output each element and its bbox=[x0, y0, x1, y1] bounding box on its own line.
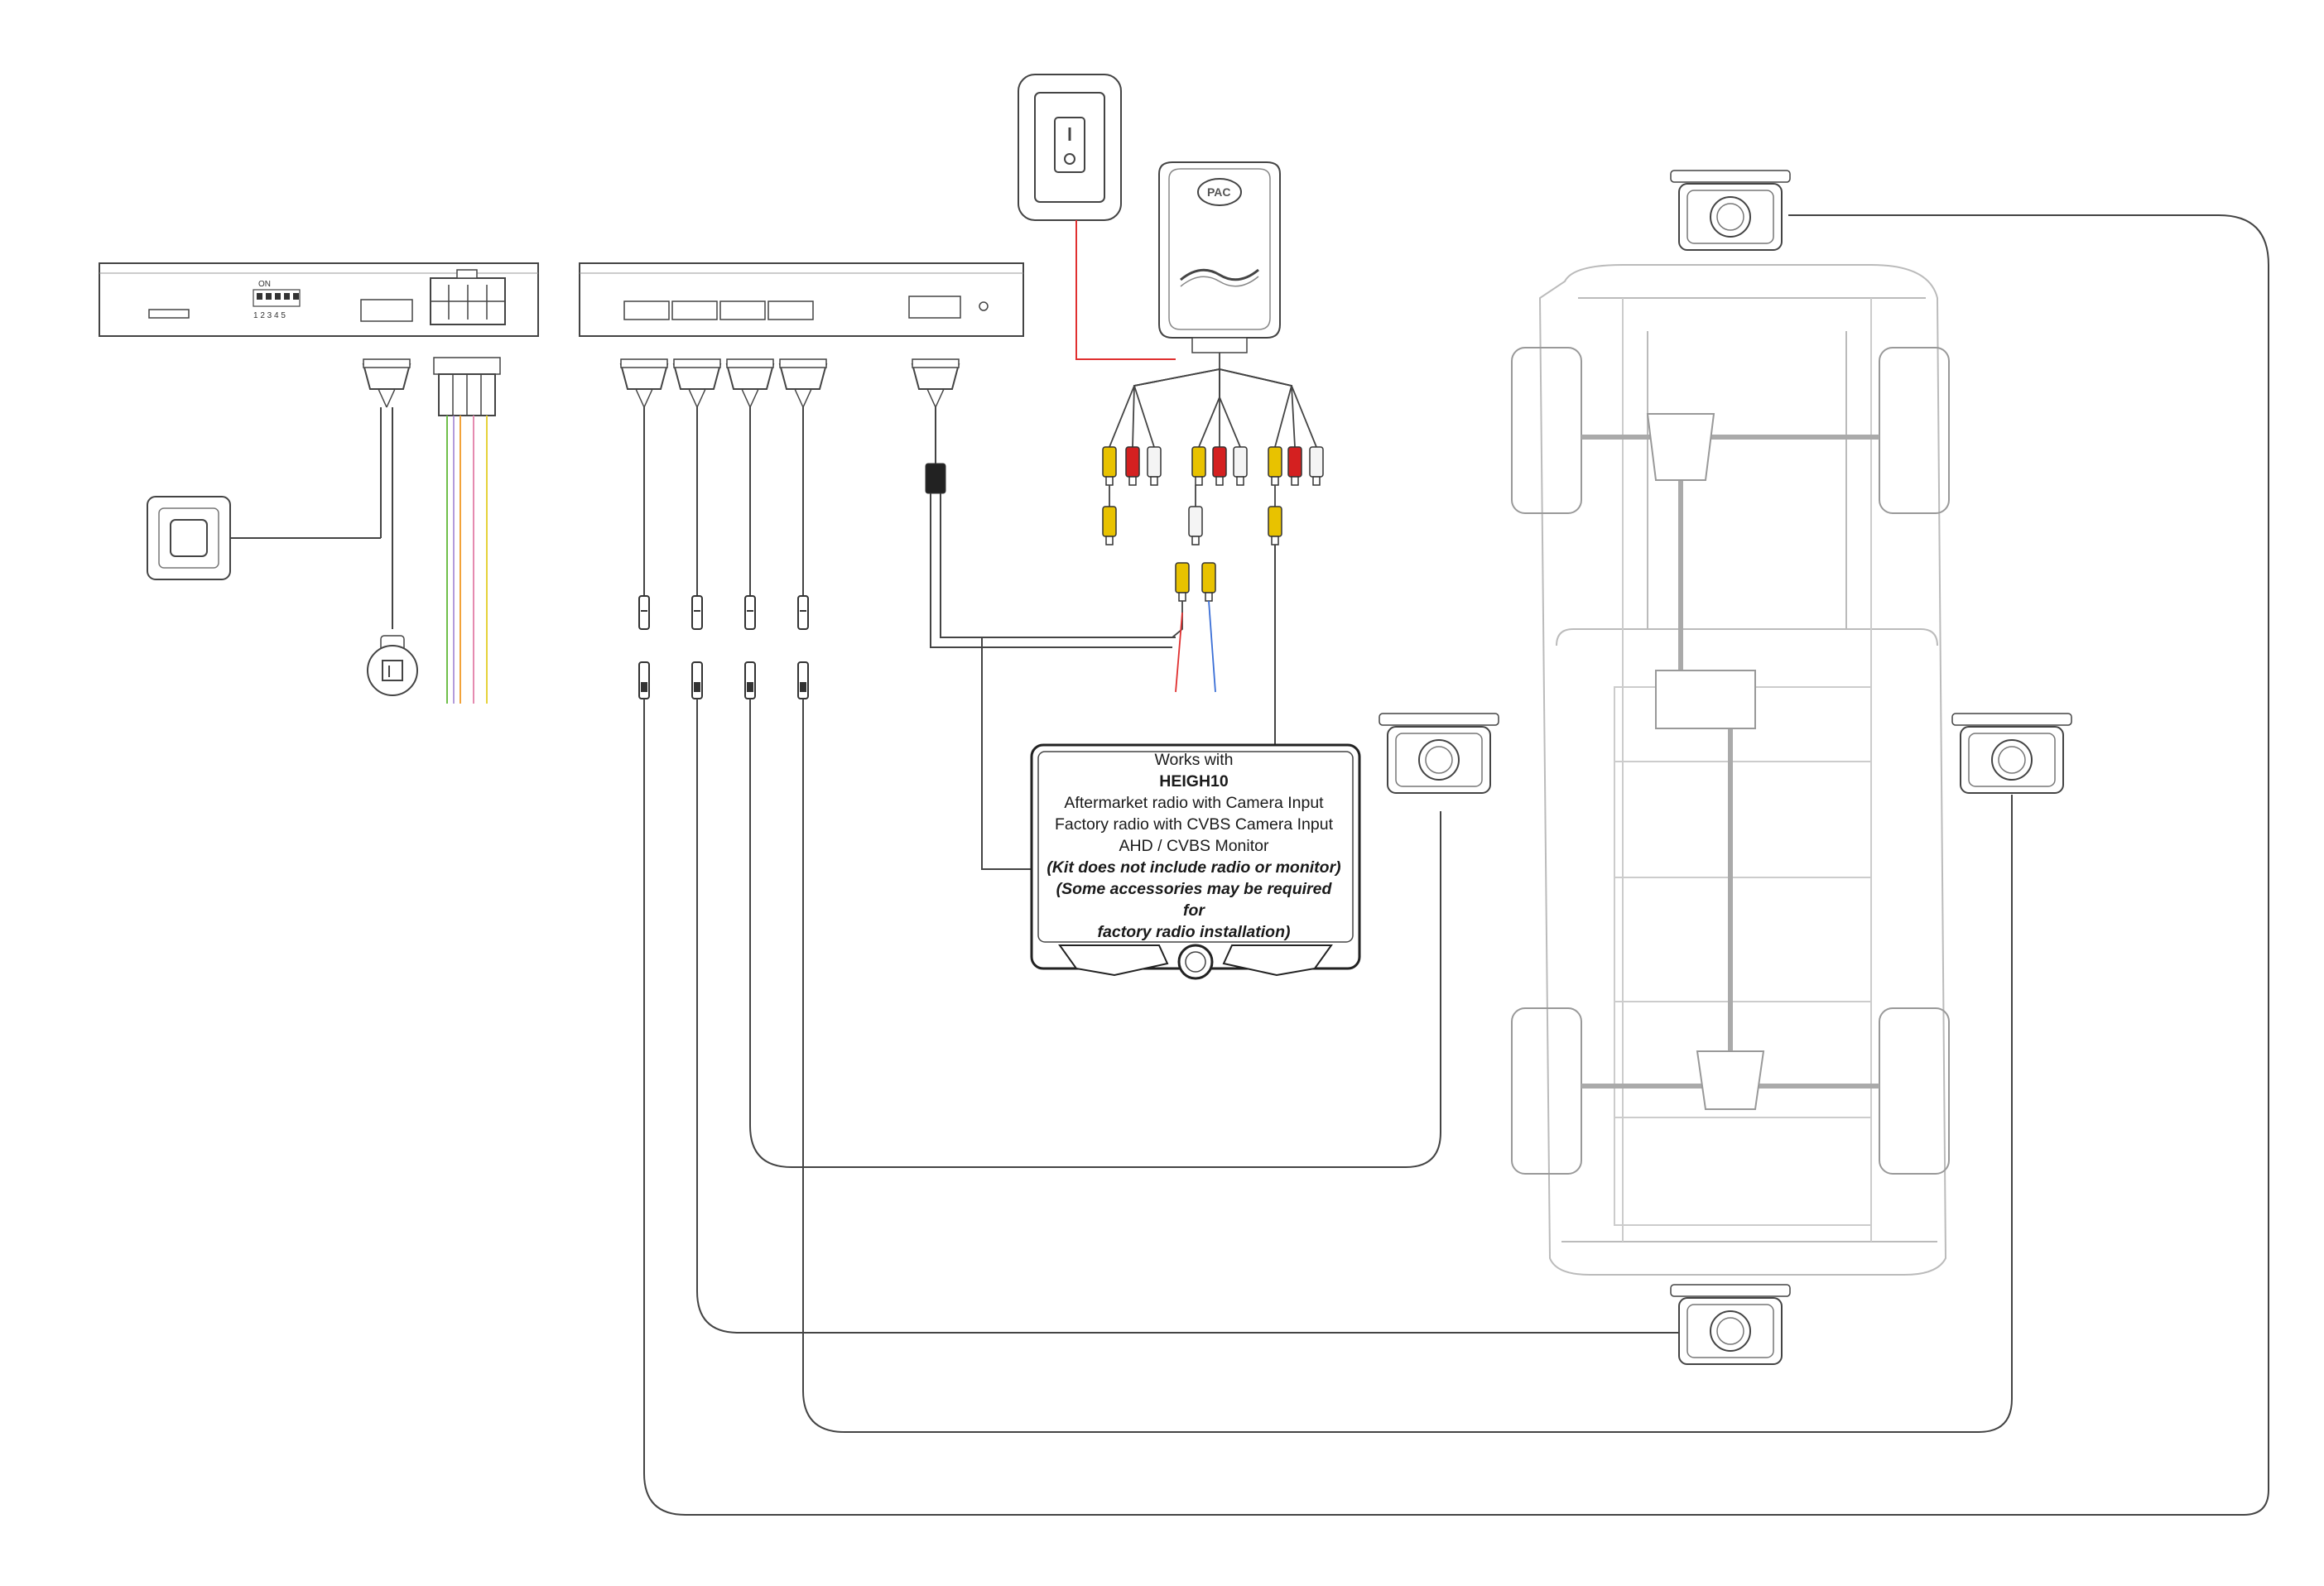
plug-video bbox=[912, 358, 960, 408]
inline-connector-4 bbox=[797, 595, 809, 699]
rca-group-1 bbox=[1102, 446, 1162, 486]
camera-cables bbox=[643, 214, 2269, 1516]
inline-connector-3 bbox=[744, 595, 756, 699]
svg-text:ON: ON bbox=[258, 280, 271, 289]
rca-output-pair bbox=[1172, 562, 1216, 693]
power-harness bbox=[433, 357, 501, 704]
camera-icon-right bbox=[1951, 713, 2072, 794]
camera-plug-1 bbox=[620, 358, 668, 408]
rca-mid bbox=[1102, 485, 1282, 745]
push-button-icon[interactable] bbox=[147, 496, 231, 580]
inline-connector-1 bbox=[638, 595, 650, 699]
svg-text:PAC: PAC bbox=[1207, 185, 1231, 199]
plug-button bbox=[363, 358, 411, 408]
camera-icon-front bbox=[1670, 170, 1791, 251]
rocker-switch-icon[interactable] bbox=[1018, 74, 1122, 221]
callout-line-1: Works with bbox=[1154, 751, 1234, 769]
callout-line-2: HEIGH10 bbox=[1159, 772, 1229, 791]
rca-group-3 bbox=[1268, 446, 1324, 486]
rca-group-2 bbox=[1191, 446, 1248, 486]
svg-text:1 2 3 4 5: 1 2 3 4 5 bbox=[253, 311, 286, 320]
monitor-device bbox=[1030, 743, 1361, 980]
callout-line-5: AHD / CVBS Monitor bbox=[1119, 837, 1269, 855]
camera-icon-rear bbox=[1670, 1284, 1791, 1365]
callout-line-8: factory radio installation) bbox=[1097, 923, 1291, 941]
camera-plug-3 bbox=[726, 358, 774, 408]
vehicle-chassis-icon bbox=[1511, 264, 1950, 1276]
round-sensor-icon bbox=[367, 635, 418, 696]
camera-icon-left bbox=[1379, 713, 1499, 794]
camera-plug-2 bbox=[673, 358, 721, 408]
inline-connector-2 bbox=[691, 595, 703, 699]
camera-control-module bbox=[579, 262, 1024, 337]
rca-harness bbox=[1109, 353, 1317, 448]
compatibility-callout: Works with HEIGH10 Aftermarket radio wit… bbox=[1045, 749, 1343, 943]
callout-line-7: (Some accessories may be required for bbox=[1056, 880, 1332, 920]
camera-plug-4 bbox=[779, 358, 827, 408]
video-switcher-box: PAC bbox=[1158, 161, 1281, 353]
callout-line-4: Factory radio with CVBS Camera Input bbox=[1055, 815, 1333, 834]
callout-line-6: (Kit does not include radio or monitor) bbox=[1047, 858, 1341, 877]
control-module-1: ON 1 2 3 4 5 bbox=[99, 262, 539, 337]
callout-line-3: Aftermarket radio with Camera Input bbox=[1064, 794, 1324, 812]
dip-switch: ON 1 2 3 4 5 bbox=[253, 280, 301, 320]
